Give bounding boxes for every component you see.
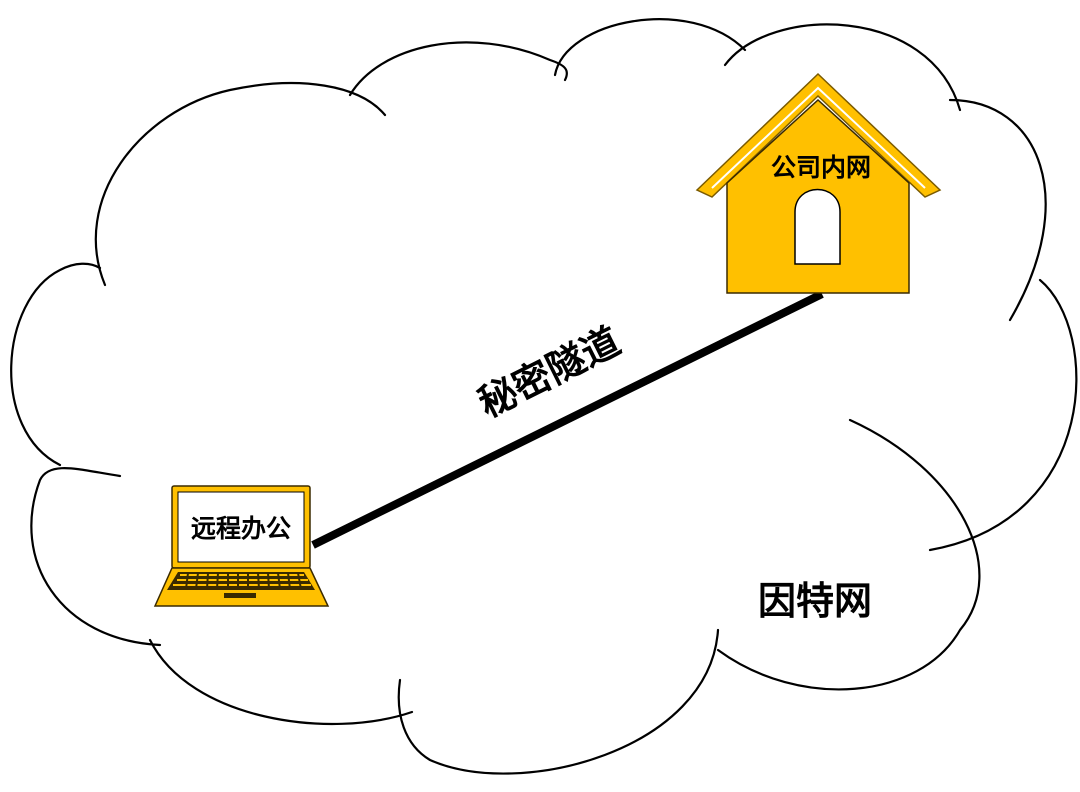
house-roof (695, 72, 942, 198)
cloud-arc-left-mid (10, 262, 102, 467)
cloud-arc-bottom-right (397, 628, 720, 775)
remote-office-label: 远程办公 (191, 514, 291, 543)
laptop-key-separators (185, 572, 302, 590)
cloud-arc-left-upper (94, 82, 387, 287)
laptop-icon: 远程办公 (153, 485, 330, 607)
tunnel-line (311, 290, 824, 549)
cloud-outline (10, 18, 1078, 775)
internet-label: 因特网 (758, 579, 872, 623)
cloud-arc-right-upper (948, 98, 1047, 322)
cloud-arc-right (928, 278, 1078, 552)
cloud-arc-top-1 (348, 41, 568, 97)
house-icon: 公司内网 (695, 72, 942, 294)
cloud-arc-top-2 (553, 18, 747, 77)
laptop-screen (177, 491, 305, 563)
house-door (794, 188, 841, 265)
cloud-arc-bottom-left (148, 638, 414, 726)
laptop-keys (173, 574, 311, 586)
company-network-label: 公司内网 (771, 153, 871, 182)
house-roof-inner-line (711, 86, 926, 189)
cloud-arc-right-inner (716, 418, 981, 691)
cloud-arc-left-lower (30, 467, 162, 647)
cloud-arc-top-3 (723, 23, 962, 112)
laptop-touchpad (224, 593, 256, 598)
